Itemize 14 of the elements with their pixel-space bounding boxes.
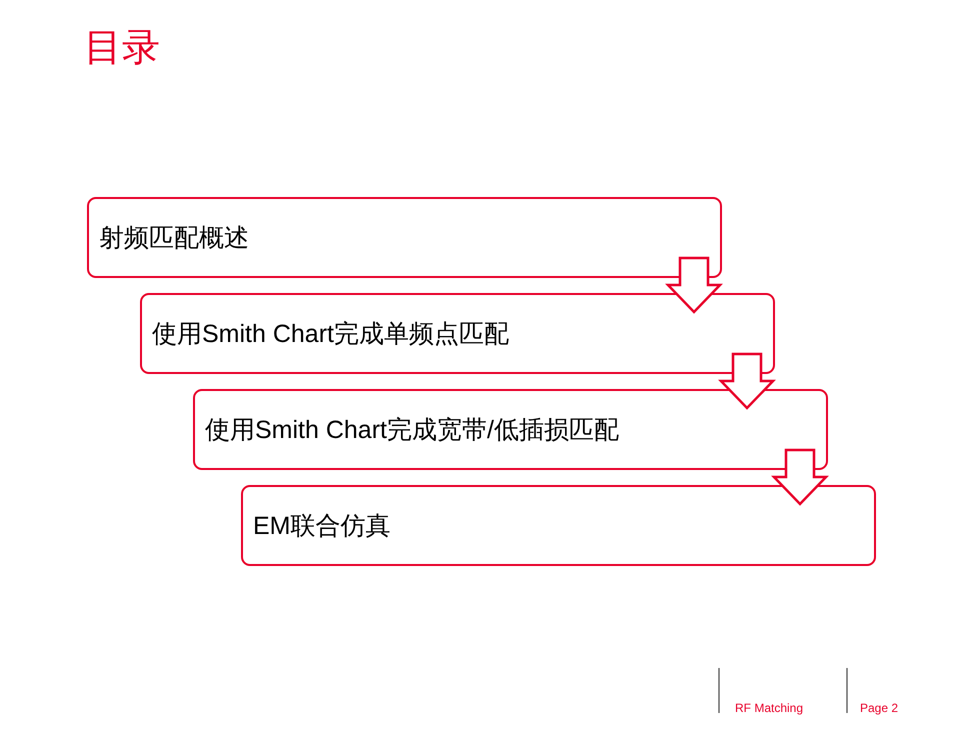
block-arrow: [718, 352, 776, 410]
block-arrow: [771, 448, 829, 506]
step-text: 使用Smith Chart完成单频点匹配: [152, 319, 509, 350]
footer-text: Page 2: [860, 701, 898, 715]
footer-text: RF Matching: [735, 701, 804, 715]
step-box: [140, 293, 775, 374]
step-box: [87, 197, 722, 278]
step-box: [193, 389, 828, 470]
step-box: [241, 485, 876, 566]
step-text: 射频匹配概述: [99, 223, 249, 254]
block-arrow: [665, 256, 723, 314]
title: 目录: [84, 24, 160, 71]
step-text: EM联合仿真: [253, 511, 390, 542]
step-text: 使用Smith Chart完成宽带/低插损匹配: [205, 415, 619, 446]
